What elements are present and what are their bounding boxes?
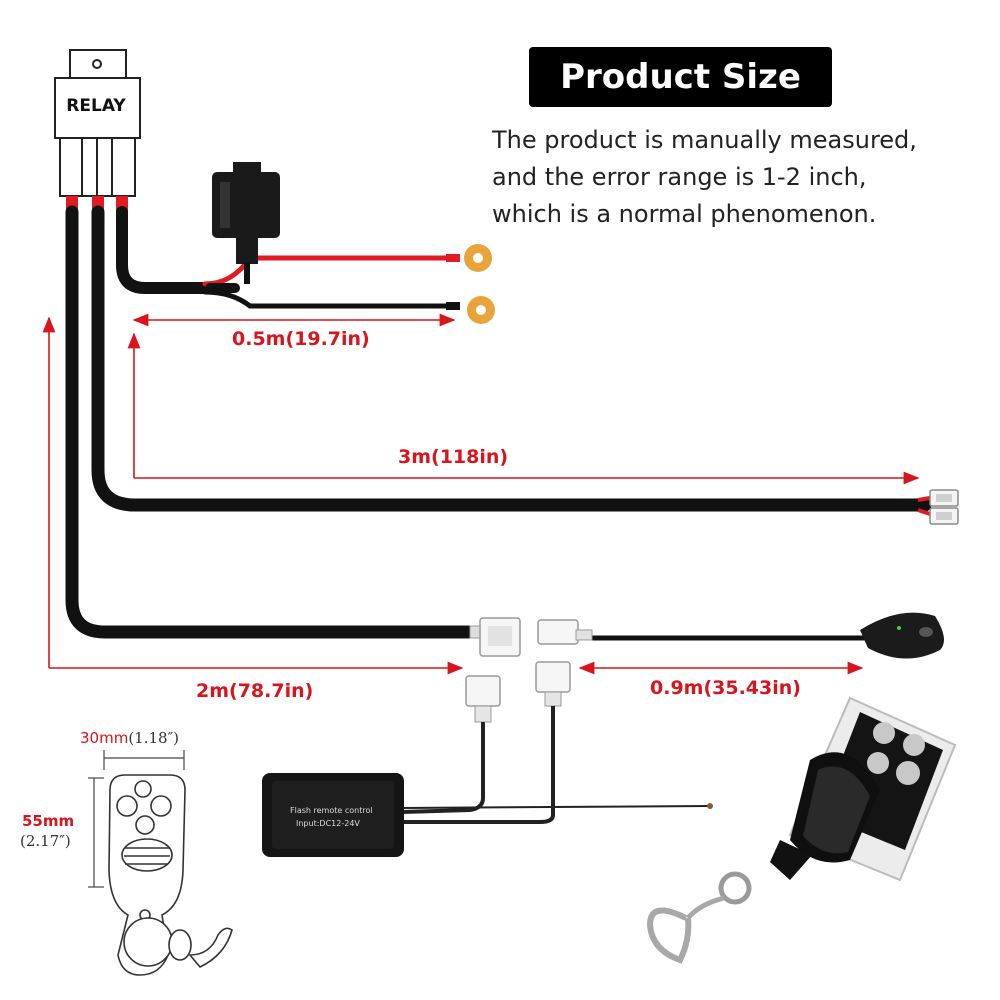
remote-size-dimension-lines [88,750,185,888]
relay [54,49,141,212]
fuse-holder [212,162,280,284]
product-size-title: Product Size [529,47,832,107]
on-off-switch [860,612,944,659]
fuse-leads [202,255,455,309]
switch-wire-length-label: 2m(78.7in) [196,680,314,702]
measurement-note: The product is manually measured, and th… [492,122,992,233]
measurement-note-line-1: The product is manually measured, [492,126,917,154]
ring-terminal-black [446,296,495,324]
switch-plug-connectors [469,617,593,657]
ring-terminal-red [446,244,492,272]
measurement-note-line-2: and the error range is 1-2 inch, [492,163,867,191]
main-wire-length-label: 3m(118in) [398,446,509,468]
product-size-title-text: Product Size [560,57,801,97]
spade-connectors [917,489,959,525]
remote-outline-drawing [108,774,233,976]
dimension-lines [42,313,920,675]
flash-remote-control-box [262,773,404,857]
controller-label-line-2: Input:DC12-24V [296,819,360,828]
fuse-wire-length-label: 0.5m(19.7in) [232,328,370,350]
relay-label: RELAY [66,96,126,116]
remote-width-label: 30mm(1.18″) [80,728,179,747]
controller-label-line-1: Flash remote control [290,806,373,815]
switch-lead-length-label: 0.9m(35.43in) [650,677,801,699]
remote-width-mm: 30mm [80,729,129,747]
harness-wires [65,205,932,641]
remote-height-mm: 55mm [22,812,75,830]
controller-leads [401,661,713,824]
remote-height-in: (2.17″) [20,832,71,850]
remote-width-in: (1.18″) [128,729,180,747]
measurement-note-line-3: which is a normal phenomenon. [492,200,877,228]
remote-keyfob [646,696,957,964]
